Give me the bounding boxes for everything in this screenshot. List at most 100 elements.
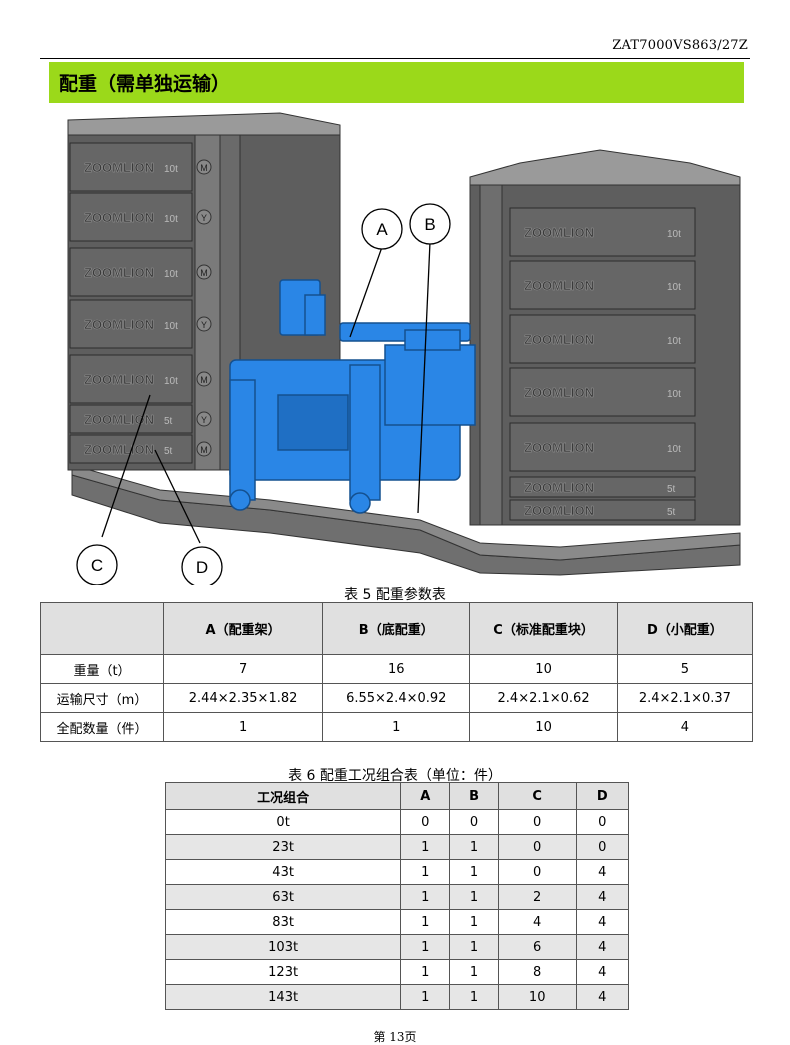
table-cell: 4: [575, 859, 630, 885]
section-banner: 配重（需单独运输）: [49, 62, 744, 103]
counterweight-frame: [229, 279, 476, 514]
counterweight-block: [69, 404, 193, 434]
table-cell: 4: [616, 712, 754, 742]
badge-label: M: [200, 445, 208, 455]
table-cell: 0: [575, 834, 630, 860]
table-cell: 0: [400, 809, 451, 835]
brand-label: ZOOMLION: [524, 480, 594, 495]
svg-text:D: D: [196, 558, 208, 577]
counterweight-block: [69, 354, 193, 404]
counterweight-block: [69, 192, 193, 242]
table-cell: 2.4×2.1×0.62: [469, 683, 618, 713]
brand-label: ZOOMLION: [84, 317, 154, 332]
weight-label: 5t: [164, 446, 173, 457]
table-cell: 1: [449, 859, 499, 885]
table-cell: 4: [575, 984, 630, 1010]
brand-label: ZOOMLION: [84, 372, 154, 387]
row-label: 全配数量（件）: [40, 712, 164, 742]
table-cell: 2.4×2.1×0.37: [616, 683, 754, 713]
brand-label: ZOOMLION: [84, 265, 154, 280]
table-cell: 0: [497, 834, 577, 860]
table-cell: 2: [497, 884, 577, 910]
counterweight-block: [509, 476, 696, 498]
counterweight-block: [69, 247, 193, 297]
counterweight-block: [509, 499, 696, 521]
badge-icon: [196, 371, 212, 387]
column-header: D: [575, 782, 630, 810]
table6-caption: 表 6 配重工况组合表（单位：件）: [288, 768, 502, 784]
badge-label: M: [200, 375, 208, 385]
badge-label: M: [200, 268, 208, 278]
table-cell: 1: [400, 984, 451, 1010]
row-label: 重量（t）: [40, 654, 164, 684]
document-code: ZAT7000VS863/27Z: [612, 38, 748, 53]
brand-label: ZOOMLION: [524, 225, 594, 240]
header-rule: [40, 58, 750, 59]
column-header: D（小配重）: [616, 602, 754, 655]
brand-label: ZOOMLION: [84, 210, 154, 225]
table-cell: 123t: [164, 959, 402, 985]
weight-label: 10t: [164, 376, 178, 387]
callout-leaders: [101, 241, 431, 544]
weight-label: 5t: [667, 484, 676, 495]
counterweight-block: [509, 367, 696, 417]
table-cell: 83t: [164, 909, 402, 935]
callout-b: B: [409, 203, 451, 245]
table-cell: 0: [575, 809, 630, 835]
callout-c: C: [76, 544, 118, 585]
badge-icon: [196, 209, 212, 225]
table-cell: 1: [449, 909, 499, 935]
column-header: [40, 602, 164, 655]
counterweight-block: [509, 314, 696, 364]
svg-text:A: A: [376, 220, 388, 239]
column-header: B: [449, 782, 499, 810]
column-header: B（底配重）: [322, 602, 471, 655]
brand-label: ZOOMLION: [524, 503, 594, 518]
table-cell: 103t: [164, 934, 402, 960]
weight-label: 10t: [667, 336, 681, 347]
weight-label: 10t: [667, 389, 681, 400]
column-header: A: [400, 782, 451, 810]
badge-icon: [196, 159, 212, 175]
table-cell: 1: [449, 984, 499, 1010]
table-cell: 1: [322, 712, 471, 742]
weight-label: 5t: [667, 507, 676, 518]
column-header: 工况组合: [164, 782, 402, 810]
brand-label: ZOOMLION: [84, 412, 154, 427]
table-cell: 1: [449, 884, 499, 910]
counterweight-block: [69, 299, 193, 349]
table-cell: 0: [497, 859, 577, 885]
table-cell: 2.44×2.35×1.82: [162, 683, 324, 713]
brand-label: ZOOMLION: [524, 332, 594, 347]
table-cell: 5: [616, 654, 754, 684]
table-cell: 1: [162, 712, 324, 742]
callout-d: D: [181, 546, 223, 585]
table-cell: 10: [469, 654, 618, 684]
table-cell: 1: [449, 934, 499, 960]
weight-label: 10t: [164, 164, 178, 175]
column-header: C: [497, 782, 577, 810]
brand-label: ZOOMLION: [84, 160, 154, 175]
table-cell: 0t: [164, 809, 402, 835]
weight-label: 10t: [667, 282, 681, 293]
badge-label: M: [200, 163, 208, 173]
badge-icon: [196, 441, 212, 457]
counterweight-block: [509, 422, 696, 472]
column-header: A（配重架）: [162, 602, 324, 655]
table-cell: 4: [497, 909, 577, 935]
table-cell: 1: [400, 884, 451, 910]
brand-label: ZOOMLION: [524, 278, 594, 293]
table-cell: 8: [497, 959, 577, 985]
table-cell: 0: [449, 809, 499, 835]
table-cell: 1: [400, 959, 451, 985]
